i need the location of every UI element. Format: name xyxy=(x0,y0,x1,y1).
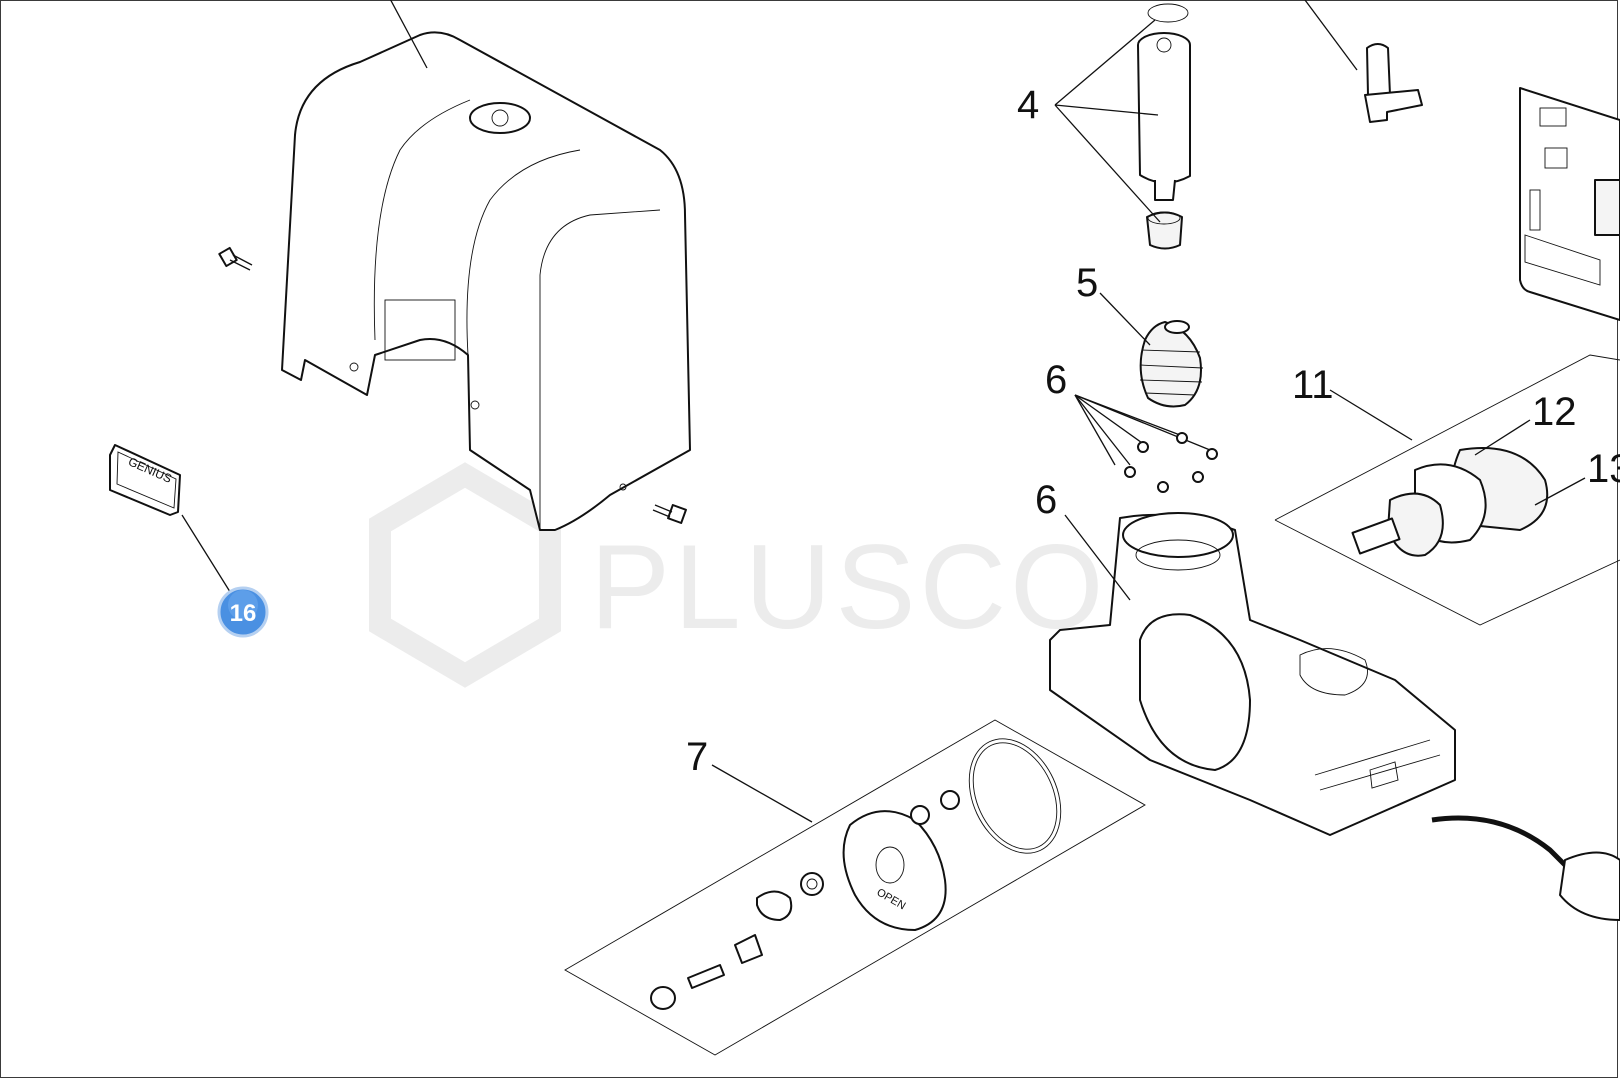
screw-set-part: 6 xyxy=(1045,358,1218,493)
callout-5: 5 xyxy=(1076,261,1098,305)
callout-7: 7 xyxy=(686,735,708,779)
screw-right xyxy=(652,504,687,524)
connector-part xyxy=(1304,0,1423,123)
callout-4: 4 xyxy=(1017,83,1039,127)
leader-cover xyxy=(389,0,428,69)
power-cable xyxy=(1431,815,1620,921)
cover-housing xyxy=(281,0,691,531)
callout-11: 11 xyxy=(1292,363,1334,407)
control-board xyxy=(1519,87,1620,321)
worm-screw-part: 5 xyxy=(1076,261,1204,408)
base-housing: 6 xyxy=(1035,478,1456,836)
brand-label-plate: GENIUS xyxy=(109,444,233,596)
callout-6-screws: 6 xyxy=(1045,358,1067,402)
motor-part: 4 xyxy=(1017,3,1191,250)
callout-12: 12 xyxy=(1532,390,1577,434)
badge-16-label: 16 xyxy=(230,600,257,627)
gear-assembly: 11 12 13 xyxy=(1274,354,1620,626)
release-knob-group: 7 OPEN xyxy=(564,719,1146,1056)
badge-16[interactable]: 16 xyxy=(217,586,269,638)
callout-6-base: 6 xyxy=(1035,478,1057,522)
callout-13: 13 xyxy=(1587,447,1620,491)
screw-left xyxy=(218,246,253,271)
